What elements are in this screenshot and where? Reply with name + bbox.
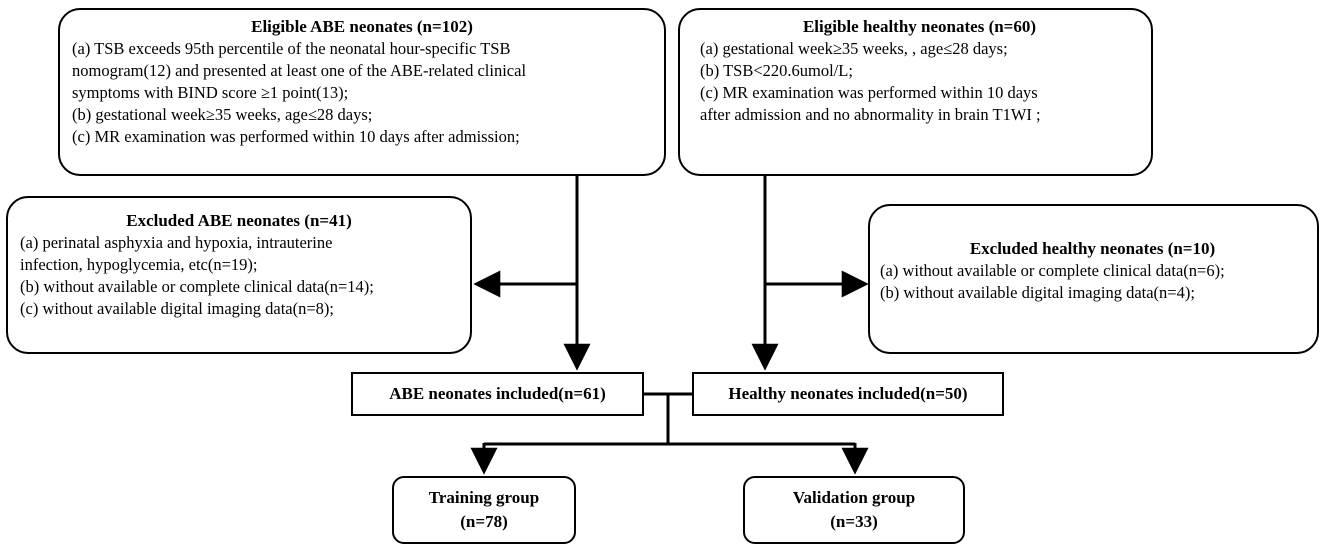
healthy-included-box: Healthy neonates included(n=50) [692, 372, 1004, 416]
eligible-healthy-line: (c) MR examination was performed within … [700, 83, 1038, 102]
excluded-healthy-line: (a) without available or complete clinic… [880, 261, 1225, 280]
eligible-abe-line: (a) TSB exceeds 95th percentile of the n… [72, 39, 511, 58]
excluded-abe-title: Excluded ABE neonates (n=41) [126, 211, 352, 230]
eligible-abe-box: Eligible ABE neonates (n=102) (a) TSB ex… [58, 8, 666, 176]
excluded-abe-box: Excluded ABE neonates (n=41) (a) perinat… [6, 196, 472, 354]
training-group-box: Training group (n=78) [392, 476, 576, 544]
eligible-healthy-box: Eligible healthy neonates (n=60) (a) ges… [678, 8, 1153, 176]
excluded-abe-line: (b) without available or complete clinic… [20, 277, 374, 296]
training-group-count: (n=78) [460, 512, 508, 531]
eligible-abe-title: Eligible ABE neonates (n=102) [251, 17, 473, 36]
training-group-label: Training group [428, 488, 540, 507]
eligible-abe-line: nomogram(12) and presented at least one … [72, 61, 527, 80]
excluded-healthy-line: (b) without available digital imaging da… [880, 283, 1195, 302]
eligible-healthy-line: after admission and no abnormality in br… [700, 105, 1041, 124]
eligible-healthy-line: (a) gestational week≥35 weeks, , age≤28 … [700, 39, 1008, 58]
excluded-healthy-box: Excluded healthy neonates (n=10) (a) wit… [868, 204, 1319, 354]
excluded-abe-line: (c) without available digital imaging da… [20, 299, 334, 318]
eligible-abe-line: (c) MR examination was performed within … [72, 127, 520, 146]
eligible-abe-line: (b) gestational week≥35 weeks, age≤28 da… [72, 105, 373, 124]
excluded-abe-line: (a) perinatal asphyxia and hypoxia, intr… [20, 233, 333, 252]
eligible-healthy-title: Eligible healthy neonates (n=60) [802, 17, 1037, 36]
excluded-abe-line: infection, hypoglycemia, etc(n=19); [20, 255, 258, 274]
validation-group-label: Validation group [792, 488, 916, 507]
abe-included-box: ABE neonates included(n=61) [351, 372, 644, 416]
validation-group-count: (n=33) [830, 512, 878, 531]
eligible-abe-line: symptoms with BIND score ≥1 point(13); [72, 83, 349, 102]
excluded-healthy-title: Excluded healthy neonates (n=10) [969, 239, 1216, 258]
validation-group-box: Validation group (n=33) [743, 476, 965, 544]
eligible-healthy-line: (b) TSB<220.6umol/L; [700, 61, 853, 80]
